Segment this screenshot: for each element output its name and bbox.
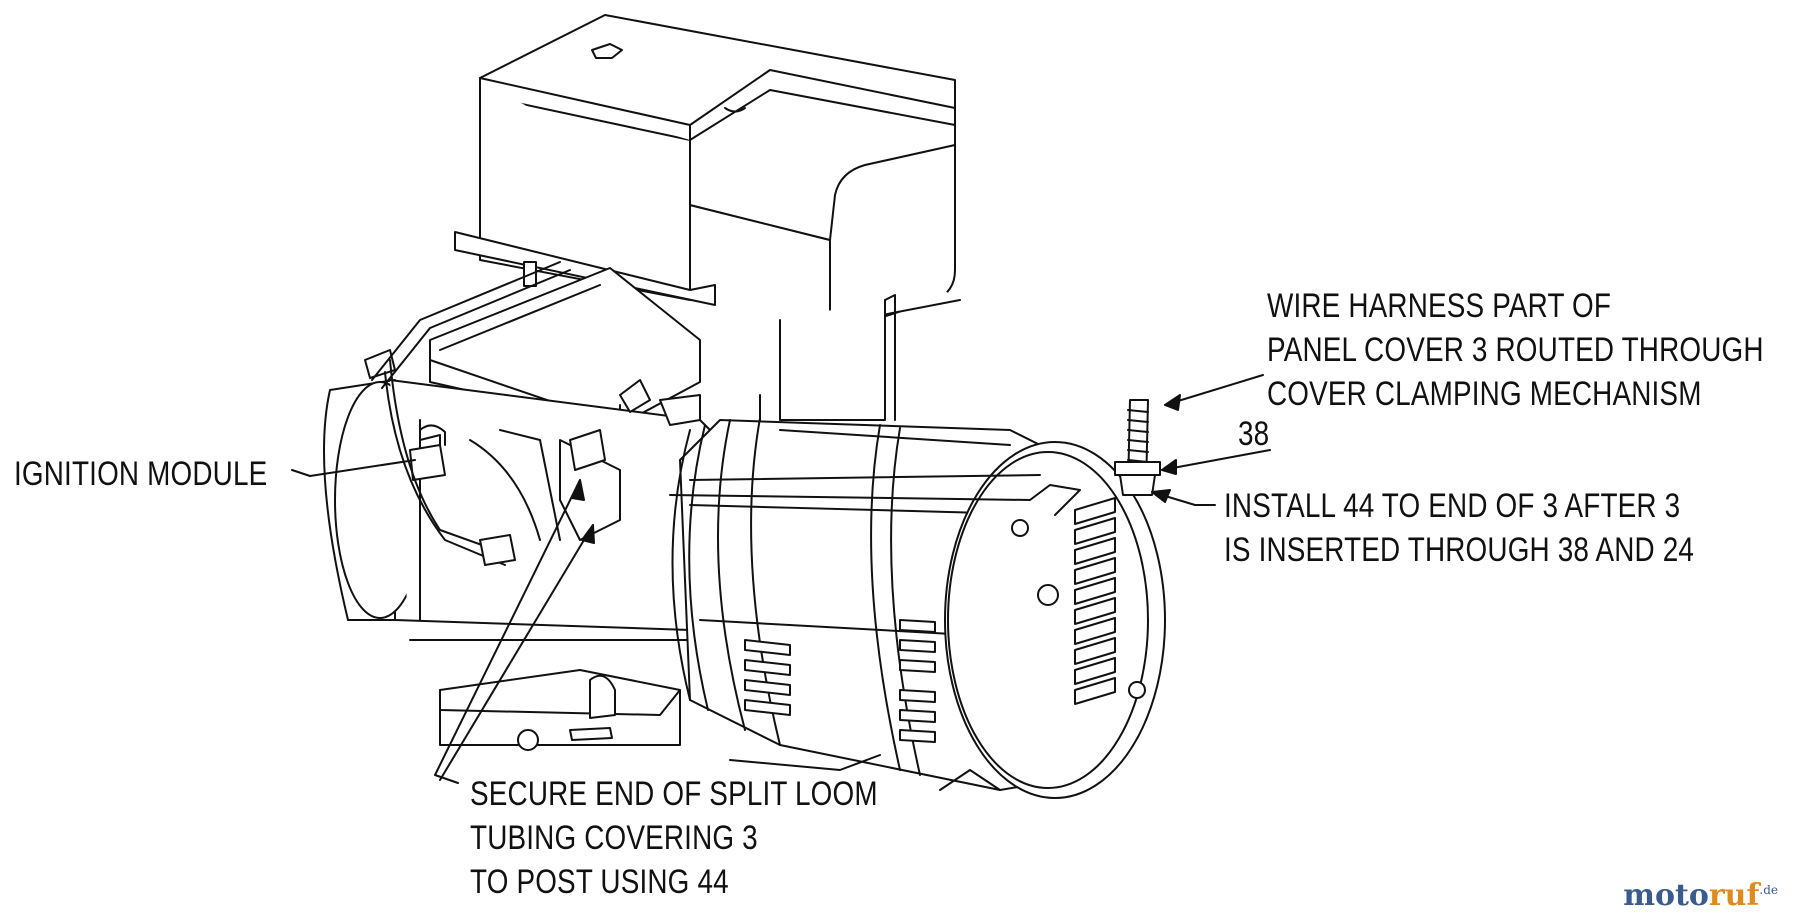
leader-arrowheads	[571, 394, 1181, 544]
alternator-vent-slots	[744, 619, 936, 743]
leader-wire-harness	[1164, 374, 1264, 406]
ignition-module-label: IGNITION MODULE	[14, 455, 268, 493]
wire-harness-label: WIRE HARNESS PART OF PANEL COVER 3 ROUTE…	[1267, 287, 1764, 413]
ignition-module-part	[364, 349, 516, 566]
clamping-strap	[669, 474, 1081, 516]
engine-block	[759, 294, 896, 431]
tank-cover	[479, 14, 961, 326]
leader-secure-a	[434, 479, 581, 784]
secure-loom-label: SECURE END OF SPLIT LOOM TUBING COVERING…	[470, 775, 878, 901]
threaded-rod	[1114, 399, 1161, 496]
base-mount	[439, 669, 681, 751]
motoruf-logo: motoruf.de	[1623, 878, 1778, 913]
end-cover	[944, 441, 1166, 799]
split-loom-tubing	[371, 261, 701, 471]
install-label: INSTALL 44 TO END OF 3 AFTER 3 IS INSERT…	[1224, 487, 1695, 569]
engine-housing	[323, 379, 721, 641]
leader-38	[1161, 449, 1271, 471]
part-38-label: 38	[1238, 415, 1270, 453]
leader-secure-b	[439, 524, 594, 781]
leader-ignition-module	[291, 459, 416, 477]
